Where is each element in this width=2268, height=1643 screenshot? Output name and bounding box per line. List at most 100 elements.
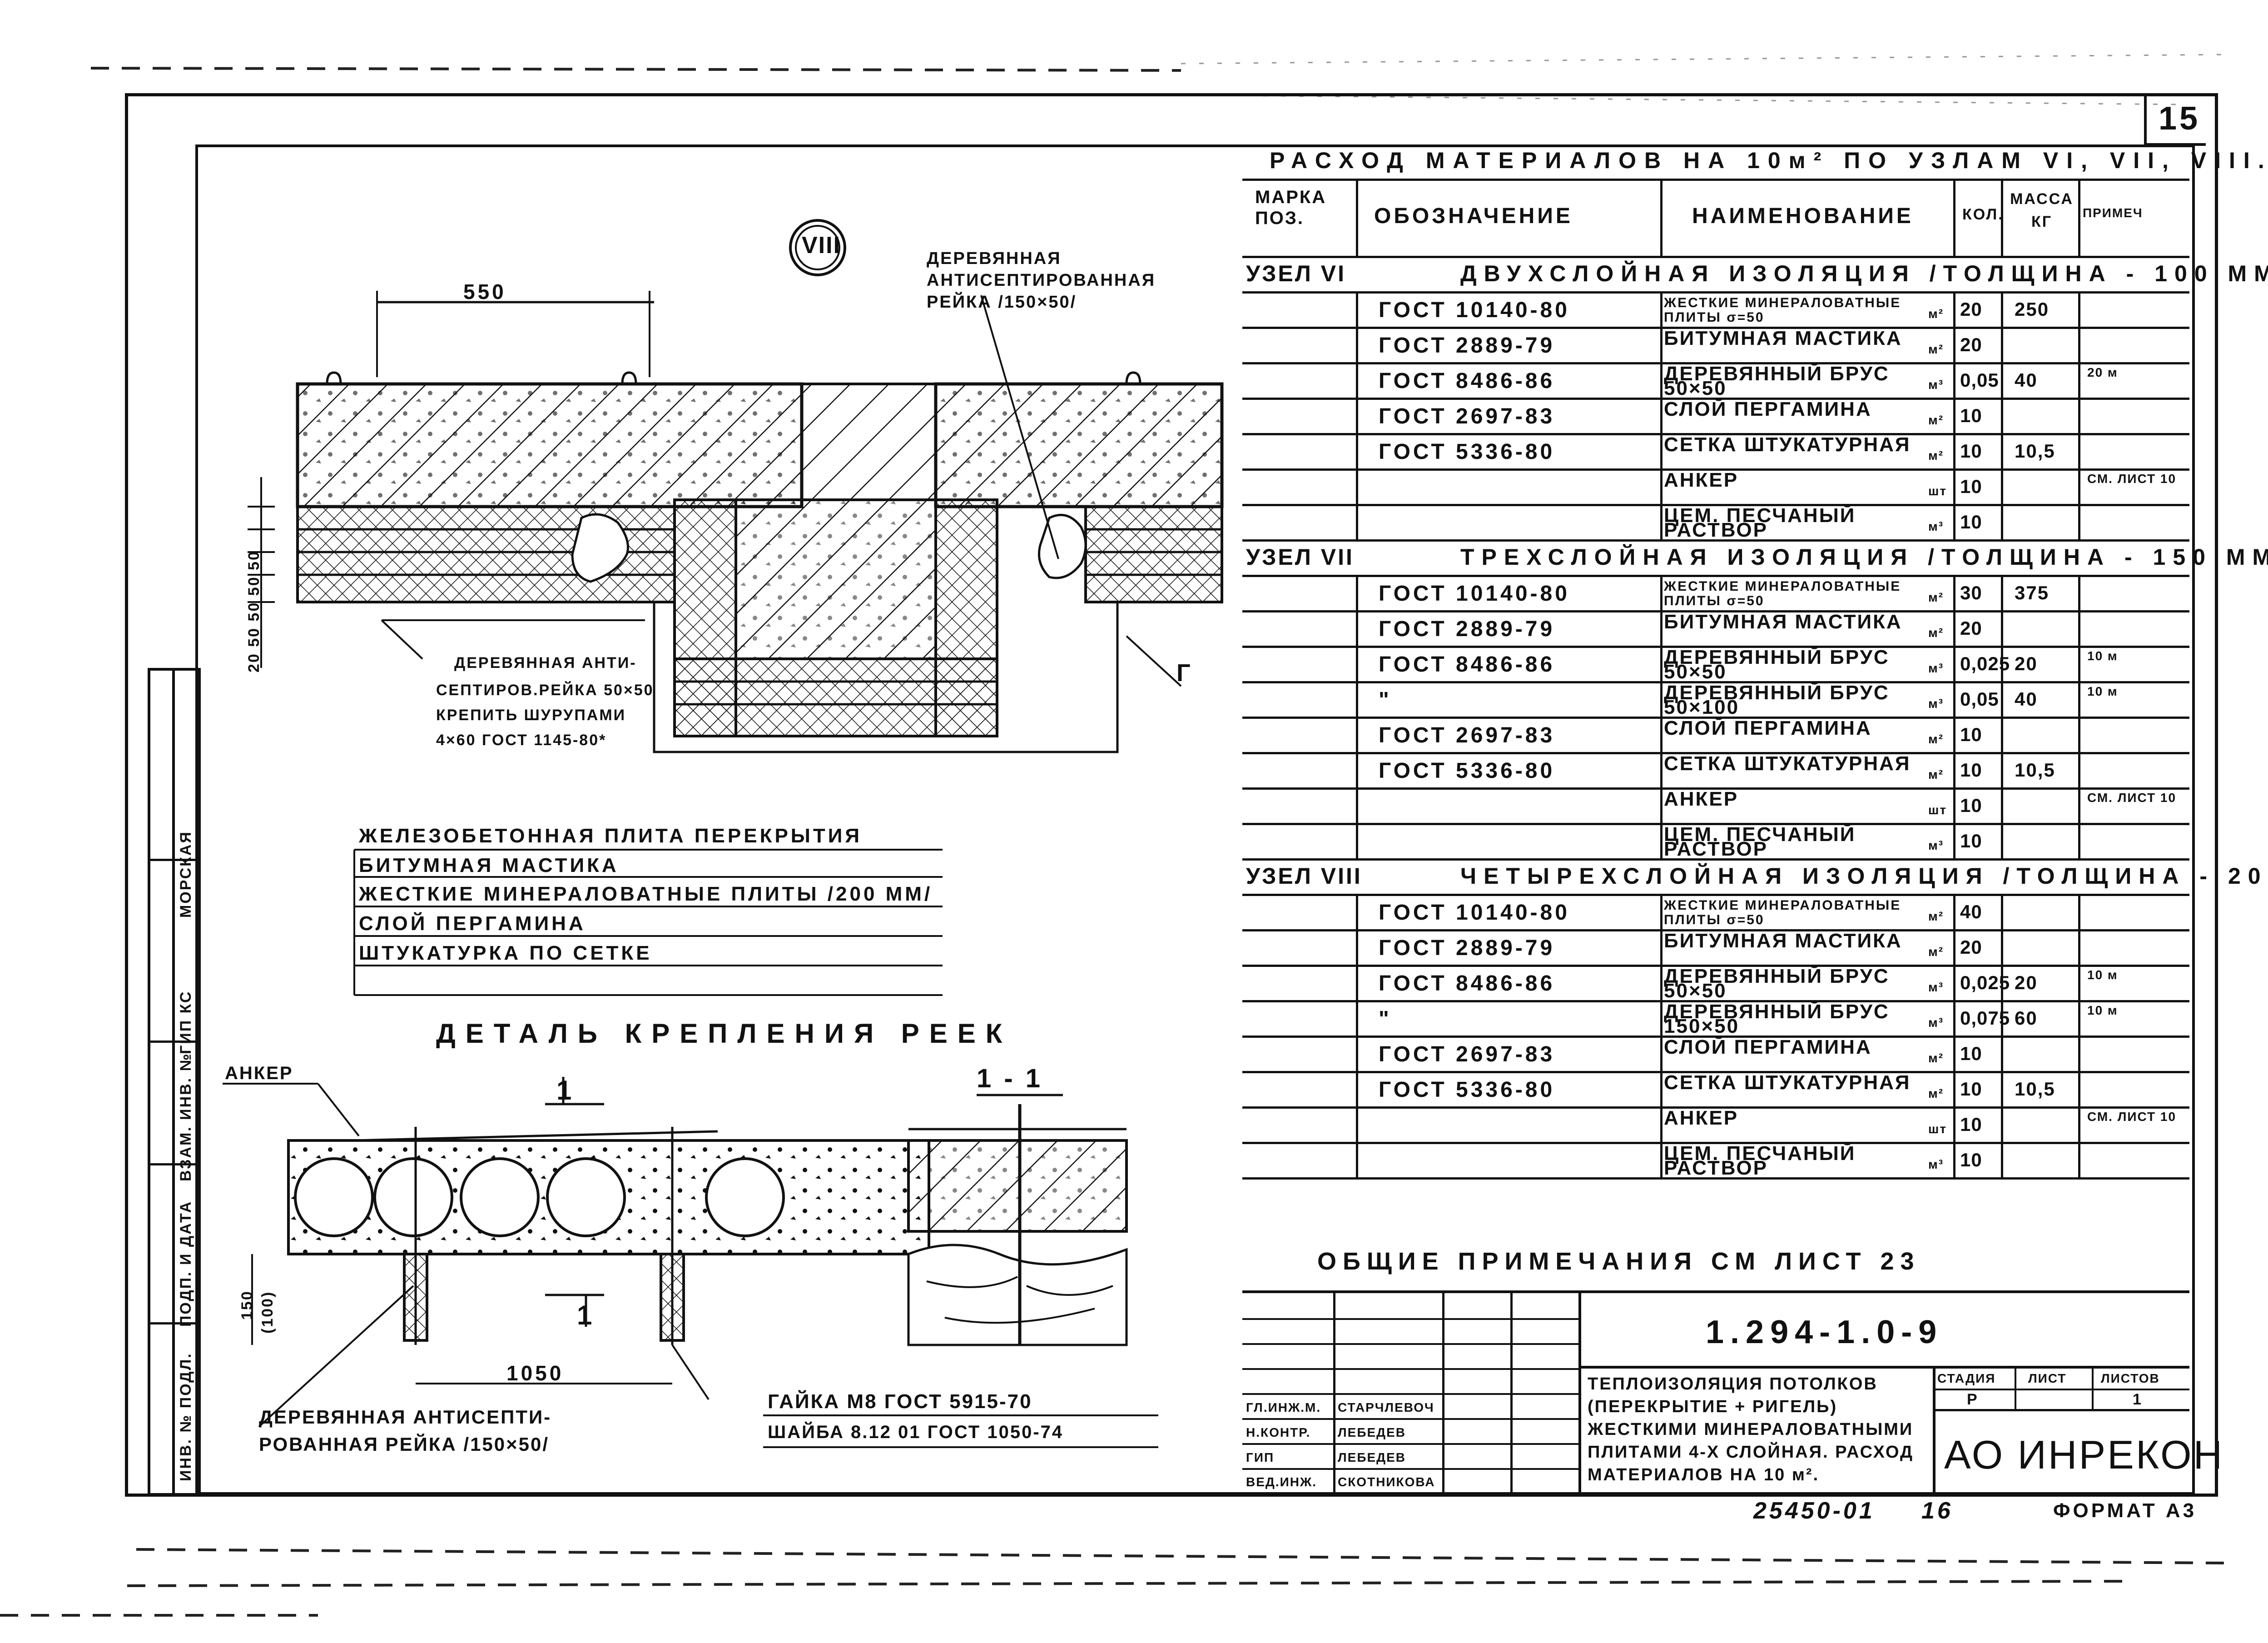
header-note: ПРИМЕЧ <box>2083 206 2143 220</box>
person-role-3: ГИП <box>1246 1450 1275 1464</box>
cell-name: СЕТКА ШТУКАТУРНАЯ <box>1664 752 1911 775</box>
cell-mass: 20 <box>2015 653 2038 674</box>
cell-unit: м² <box>1928 767 1944 782</box>
cell-name: ЖЕСТКИЕ МИНЕРАЛОВАТНЫЕ ПЛИТЫ σ=50 <box>1664 579 1901 608</box>
cell-qty: 20 <box>1960 334 1982 355</box>
cell-qty: 20 <box>1960 936 1982 958</box>
company: АО ИНРЕКОН <box>1944 1432 2224 1477</box>
cell-designation: ГОСТ 10140-80 <box>1379 298 1570 322</box>
general-notes: ОБЩИЕ ПРИМЕЧАНИЯ СМ ЛИСТ 23 <box>1317 1248 1921 1275</box>
dim-100: (100) <box>259 1290 276 1334</box>
sheet-number: 15 <box>2159 100 2201 137</box>
cell-name: СЕТКА ШТУКАТУРНАЯ <box>1664 433 1911 456</box>
table-rule <box>2078 894 2080 1177</box>
table-rule <box>2078 575 2080 858</box>
table-rule <box>1356 575 1358 858</box>
cell-note: 20 м <box>2087 365 2118 379</box>
cell-designation: ГОСТ 2889-79 <box>1379 334 1555 358</box>
layer-4: СЛОЙ ПЕРГАМИНА <box>359 912 586 935</box>
cell-designation: ГОСТ 5336-80 <box>1379 759 1555 783</box>
cell-name: ЖЕСТКИЕ МИНЕРАЛОВАТНЫЕ ПЛИТЫ σ=50 <box>1664 295 1901 325</box>
table-rule <box>2078 291 2080 539</box>
cell-designation: " <box>1379 688 1392 712</box>
cell-qty: 10 <box>1960 1043 1982 1064</box>
cell-designation: ГОСТ 2889-79 <box>1379 936 1555 960</box>
cell-unit: м³ <box>1928 1016 1944 1030</box>
cell-unit: шт <box>1928 484 1947 498</box>
cell-unit: м² <box>1928 1086 1944 1100</box>
header-mass: МАССА КГ <box>2010 190 2074 230</box>
table-rule <box>1242 179 2189 181</box>
table-rule <box>1242 433 2189 435</box>
title-block: 1.294-1.0-9 ТЕПЛОИЗОЛЯЦИЯ ПОТОЛКОВ (ПЕРЕ… <box>1242 1290 2222 1493</box>
table-rule <box>1242 575 2189 577</box>
cell-mass: 10,5 <box>2015 1078 2055 1100</box>
callout-rail-left-2: СЕПТИРОВ.РЕЙКА 50×50 <box>436 682 654 699</box>
footer-page: 16 <box>1921 1498 1953 1524</box>
detail-title: ДЕТАЛЬ КРЕПЛЕНИЯ РЕЕК <box>436 1018 1012 1049</box>
table-rule <box>2001 575 2003 858</box>
dim-1050: 1050 <box>506 1361 564 1385</box>
section-title: 1 - 1 <box>977 1064 1043 1093</box>
title-code: 1.294-1.0-9 <box>1706 1314 1943 1350</box>
callout-rail-top: ДЕРЕВЯННАЯ АНТИСЕПТИРОВАННАЯ РЕЙКА /150×… <box>927 249 1156 312</box>
cell-mass: 250 <box>2015 299 2050 320</box>
cell-name: БИТУМНАЯ МАСТИКА <box>1664 611 1902 633</box>
cell-name: ДЕРЕВЯННЫЙ БРУС 150×50 <box>1664 1001 1890 1037</box>
cell-unit: м² <box>1928 590 1944 604</box>
cell-qty: 40 <box>1960 901 1982 922</box>
node-circle <box>789 219 846 276</box>
cell-name: СЛОЙ ПЕРГАМИНА <box>1664 717 1872 739</box>
cell-designation: ГОСТ 8486-86 <box>1379 652 1555 677</box>
table-rule <box>1356 291 1358 539</box>
cell-designation: ГОСТ 8486-86 <box>1379 369 1555 393</box>
table-rule <box>1242 610 2189 612</box>
cell-name: ЦЕМ. ПЕСЧАНЫЙ РАСТВОР <box>1664 823 1856 860</box>
cell-designation: " <box>1379 1007 1392 1031</box>
cell-designation: ГОСТ 2697-83 <box>1379 1042 1555 1066</box>
header-name: НАИМЕНОВАНИЕ <box>1692 204 1914 228</box>
cell-qty: 0,05 <box>1960 369 1999 391</box>
cell-name: СЛОЙ ПЕРГАМИНА <box>1664 1036 1872 1058</box>
cell-note: СМ. ЛИСТ 10 <box>2087 791 2177 805</box>
cell-unit: м³ <box>1928 519 1944 533</box>
table-rule <box>1242 504 2189 506</box>
person-role-2: Н.КОНТР. <box>1246 1425 1311 1439</box>
cell-unit: м² <box>1928 342 1944 356</box>
cell-qty: 10 <box>1960 1078 1982 1100</box>
cell-qty: 10 <box>1960 476 1982 497</box>
table-rule <box>1356 179 1358 256</box>
callout-g: Г <box>1176 659 1193 687</box>
cell-unit: шт <box>1928 1122 1947 1136</box>
cell-name: БИТУМНАЯ МАСТИКА <box>1664 930 1902 952</box>
table-title: РАСХОД МАТЕРИАЛОВ НА 10м² ПО УЗЛАМ VI, V… <box>1270 148 2268 173</box>
table-rule <box>1660 291 1663 539</box>
cell-designation: ГОСТ 10140-80 <box>1379 901 1570 925</box>
cell-qty: 30 <box>1960 582 1982 603</box>
side-stamp <box>148 668 201 1496</box>
table-rule <box>1242 929 2189 931</box>
table-rule <box>1242 1036 2189 1038</box>
cell-unit: м² <box>1928 626 1944 640</box>
cell-name: БИТУМНАЯ МАСТИКА <box>1664 327 1902 349</box>
washer-label: ШАЙБА 8.12 01 ГОСТ 1050-74 <box>768 1422 1064 1442</box>
cell-designation: ГОСТ 2889-79 <box>1379 617 1555 641</box>
table-rule <box>1242 717 2189 719</box>
title-description: ТЕПЛОИЗОЛЯЦИЯ ПОТОЛКОВ (ПЕРЕКРЫТИЕ + РИГ… <box>1588 1374 1914 1484</box>
cell-qty: 10 <box>1960 1114 1982 1135</box>
cell-mass: 60 <box>2015 1007 2038 1029</box>
table-rule <box>1242 823 2189 825</box>
cell-name: ЖЕСТКИЕ МИНЕРАЛОВАТНЫЕ ПЛИТЫ σ=50 <box>1664 898 1901 927</box>
cell-qty: 10 <box>1960 1149 1982 1170</box>
table-rule <box>1242 1071 2189 1073</box>
table-rule <box>2001 179 2003 256</box>
table-rule <box>1953 179 1955 256</box>
sheets-value: 1 <box>2133 1391 2143 1408</box>
stage-value: Р <box>1967 1391 1979 1408</box>
cell-name: ДЕРЕВЯННЫЙ БРУС 50×100 <box>1664 682 1890 718</box>
section-mark-top: 1 <box>556 1075 575 1105</box>
table-rule <box>1242 1000 2189 1002</box>
cell-qty: 10 <box>1960 724 1982 745</box>
table-rule <box>1356 894 1358 1177</box>
cell-name: АНКЕР <box>1664 469 1739 491</box>
